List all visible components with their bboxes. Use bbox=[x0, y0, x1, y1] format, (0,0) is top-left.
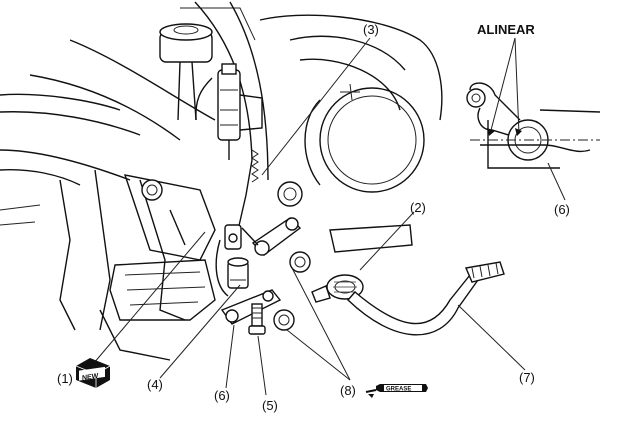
leader-lines bbox=[87, 37, 566, 396]
callout-7: (7) bbox=[519, 370, 535, 385]
callout-8: (8) bbox=[340, 383, 356, 398]
callout-1: (1) bbox=[57, 371, 73, 386]
brake-pedal bbox=[326, 224, 505, 336]
callout-6: (6) bbox=[214, 388, 230, 403]
grease-tube-icon: GREASE bbox=[365, 384, 428, 398]
frame-and-engine-outline bbox=[0, 1, 443, 361]
alignment-label: ALINEAR bbox=[477, 22, 535, 37]
brake-rod-and-switch bbox=[215, 149, 331, 335]
callout-5: (5) bbox=[262, 398, 278, 413]
callout-4: (4) bbox=[147, 377, 163, 392]
callout-3: (3) bbox=[363, 22, 379, 37]
alignment-inset bbox=[466, 82, 601, 169]
callout-2: (2) bbox=[410, 200, 426, 215]
svg-text:NEW: NEW bbox=[82, 373, 99, 382]
callout-6-inset: (6) bbox=[554, 202, 570, 217]
master-cylinder bbox=[159, 23, 263, 160]
svg-text:GREASE: GREASE bbox=[386, 387, 411, 393]
new-part-badge-icon: NEW bbox=[75, 358, 111, 388]
